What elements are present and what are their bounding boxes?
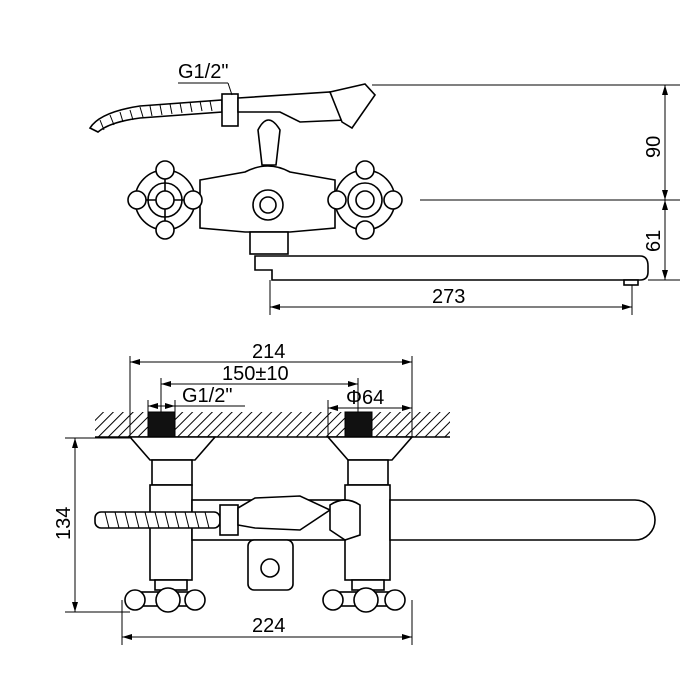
handle-right-front [322,587,406,613]
diverter-front [237,495,332,531]
dim-134: 134 [53,507,75,540]
dim-61: 61 [643,230,665,252]
shower-hose [88,99,223,133]
dim-273: 273 [432,286,465,308]
hose-nut [221,93,239,127]
spout-front [389,499,656,541]
inlet-right [344,411,373,438]
dimension-lines-front [65,356,413,645]
diverter-lever [257,119,281,166]
rosette-left [128,436,217,461]
dim-phi64: Φ64 [346,387,384,409]
hose-ribs [99,100,213,131]
thread-label-front: G1/2" [182,385,232,407]
dim-224: 224 [252,615,285,637]
inlet-left [147,411,176,438]
shower-holder-front [329,499,361,541]
shower-head [328,83,377,130]
shower-holder [237,91,347,123]
spout [254,255,649,281]
dimension-lines-top [178,82,680,315]
front-view: 214 150±10 G1/2" Φ64 134 224 [53,341,656,645]
rosette-right [326,436,414,461]
dim-214: 214 [252,341,285,363]
dim-150: 150±10 [222,363,289,385]
dim-90: 90 [643,136,665,158]
top-view: G1/2" 90 61 273 [88,61,680,315]
handle-left [127,160,203,240]
body-nut [249,231,289,255]
thread-label-top: G1/2" [178,61,228,83]
handle-right [327,160,403,240]
handle-left-front [124,587,206,613]
